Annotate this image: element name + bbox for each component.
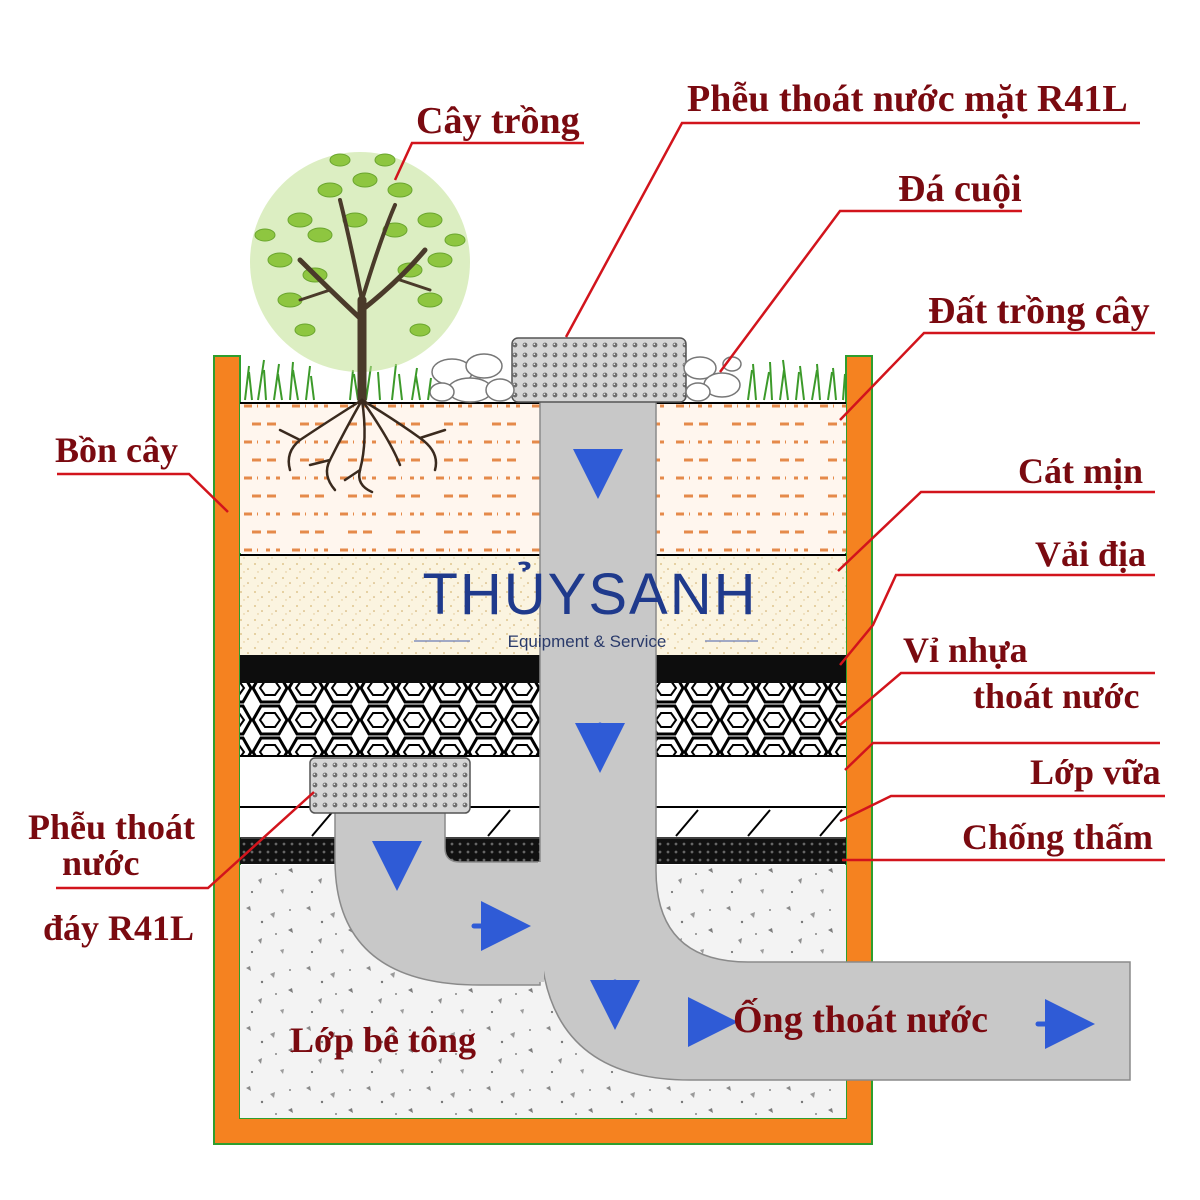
thuysanh-logo: THỦYSANH Equipment & Service [414, 562, 758, 651]
root-system [278, 398, 447, 494]
label-bottom-funnel-line1: Phễu thoát [28, 807, 195, 847]
drain-funnel-icon [511, 337, 687, 403]
bottom-drain-funnel-icon [309, 757, 471, 814]
label-geotextile: Vải địa [1035, 534, 1146, 574]
label-concrete: Lớp bê tông [290, 1020, 476, 1060]
label-planting-soil: Đất trồng cây [928, 290, 1150, 332]
pebble-icon [429, 353, 742, 403]
label-waterproofing: Chống thấm [962, 817, 1153, 857]
label-surface-drain-funnel: Phễu thoát nước mặt R41L [687, 78, 1128, 120]
tree-icon [250, 152, 470, 494]
label-planter: Bồn cây [55, 430, 178, 470]
label-fine-sand: Cát mịn [1018, 451, 1143, 491]
labels: Cây trồng Phễu thoát nước mặt R41L Đá cu… [28, 78, 1161, 1060]
label-plant: Cây trồng [416, 100, 580, 142]
label-drain-pipe: Ống thoát nước [733, 997, 988, 1041]
logo-name: THỦYSANH [422, 562, 757, 627]
label-pebbles: Đá cuội [898, 168, 1022, 210]
flow-arrow-icon [372, 449, 1095, 1049]
label-mortar: Lớp vữa [1030, 752, 1161, 792]
logo-tagline: Equipment & Service [508, 632, 667, 651]
label-bottom-funnel-line3: đáy R41L [43, 908, 194, 948]
leader-lines [56, 121, 1165, 890]
label-bottom-funnel-line2: nước [62, 843, 140, 883]
label-drainage-cell-line1: Vỉ nhựa [903, 630, 1028, 670]
label-drainage-cell-line2: thoát nước [973, 676, 1140, 716]
grass-icon [244, 359, 846, 401]
